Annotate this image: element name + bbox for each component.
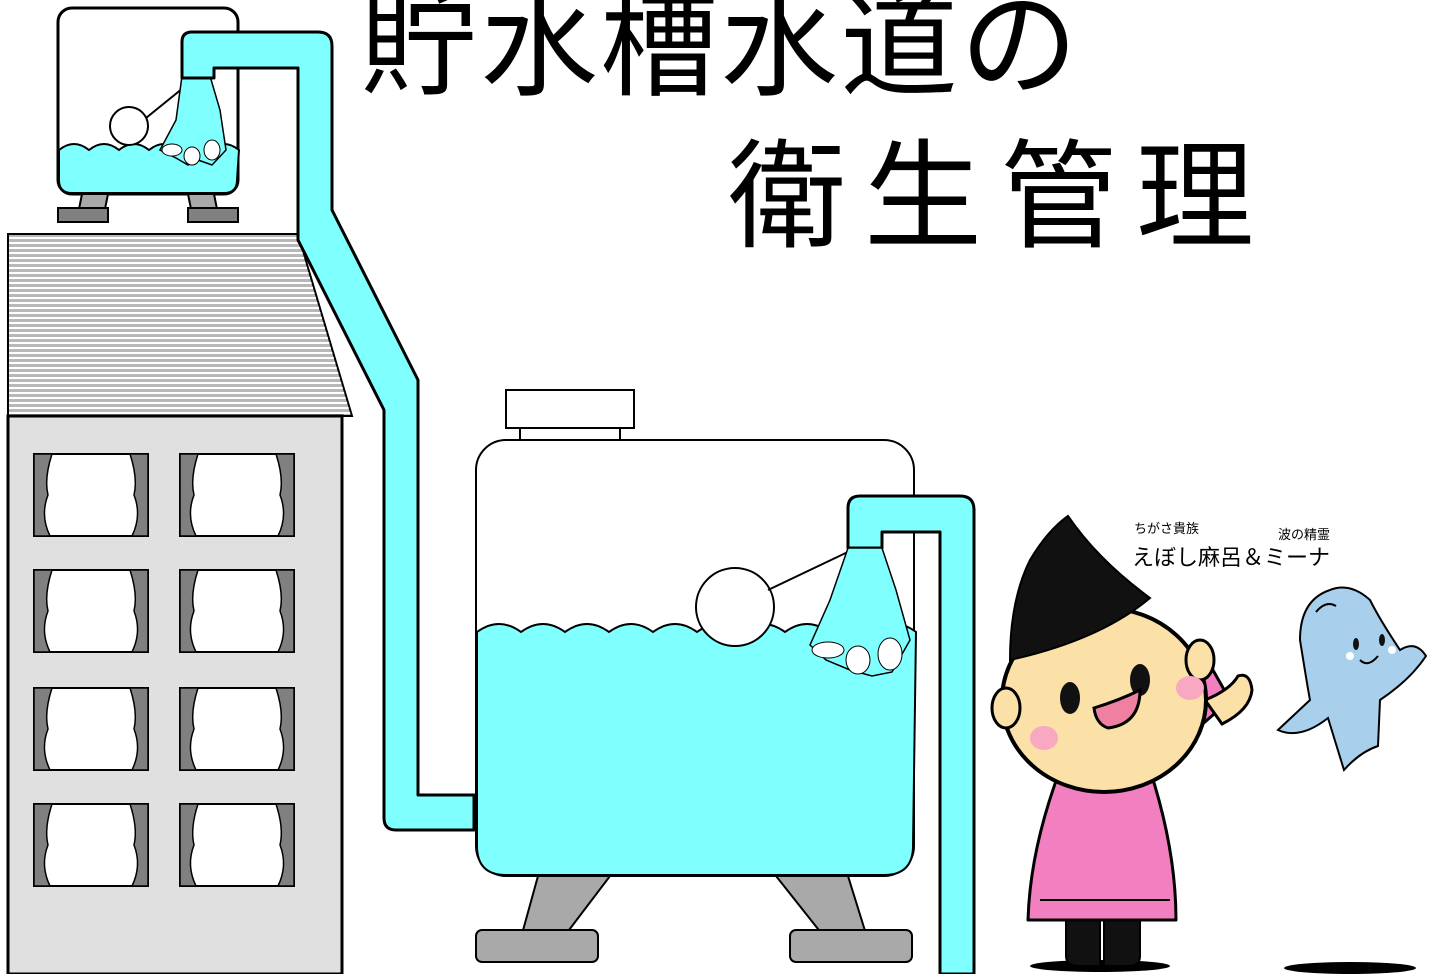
tank-hatch <box>505 389 635 429</box>
ghost-body <box>1276 586 1428 772</box>
mascot-subtitle-left: ちがさ貴族 <box>1134 522 1200 537</box>
building-window <box>179 569 295 653</box>
mascot-subtitle-right: 波の精霊 <box>1278 528 1331 543</box>
building-window <box>179 453 295 537</box>
apartment-building <box>6 233 354 974</box>
title-line-1: 貯水槽水道の <box>360 0 1081 114</box>
building-window <box>33 803 149 887</box>
rooftop-float-ball <box>109 106 149 146</box>
building-window <box>33 687 149 771</box>
supply-pipe-lower <box>809 494 976 974</box>
building-window <box>179 803 295 887</box>
title-line-2: 衛生管理 <box>728 128 1273 266</box>
building-window <box>33 569 149 653</box>
supply-pipe-upper <box>180 30 476 832</box>
mascot-eboshimaro <box>990 514 1254 972</box>
eboshi-hat <box>1008 514 1152 662</box>
building-window <box>33 453 149 537</box>
mascot-mina <box>1276 586 1428 974</box>
tank-support-left <box>520 875 613 935</box>
building-window <box>179 687 295 771</box>
mascot-names: えぼし麻呂＆ミーナ <box>1132 546 1331 571</box>
receiving-tank <box>475 389 918 963</box>
tank-support-right <box>773 875 868 935</box>
tank-float-ball <box>695 567 775 647</box>
building-roof <box>7 233 354 417</box>
